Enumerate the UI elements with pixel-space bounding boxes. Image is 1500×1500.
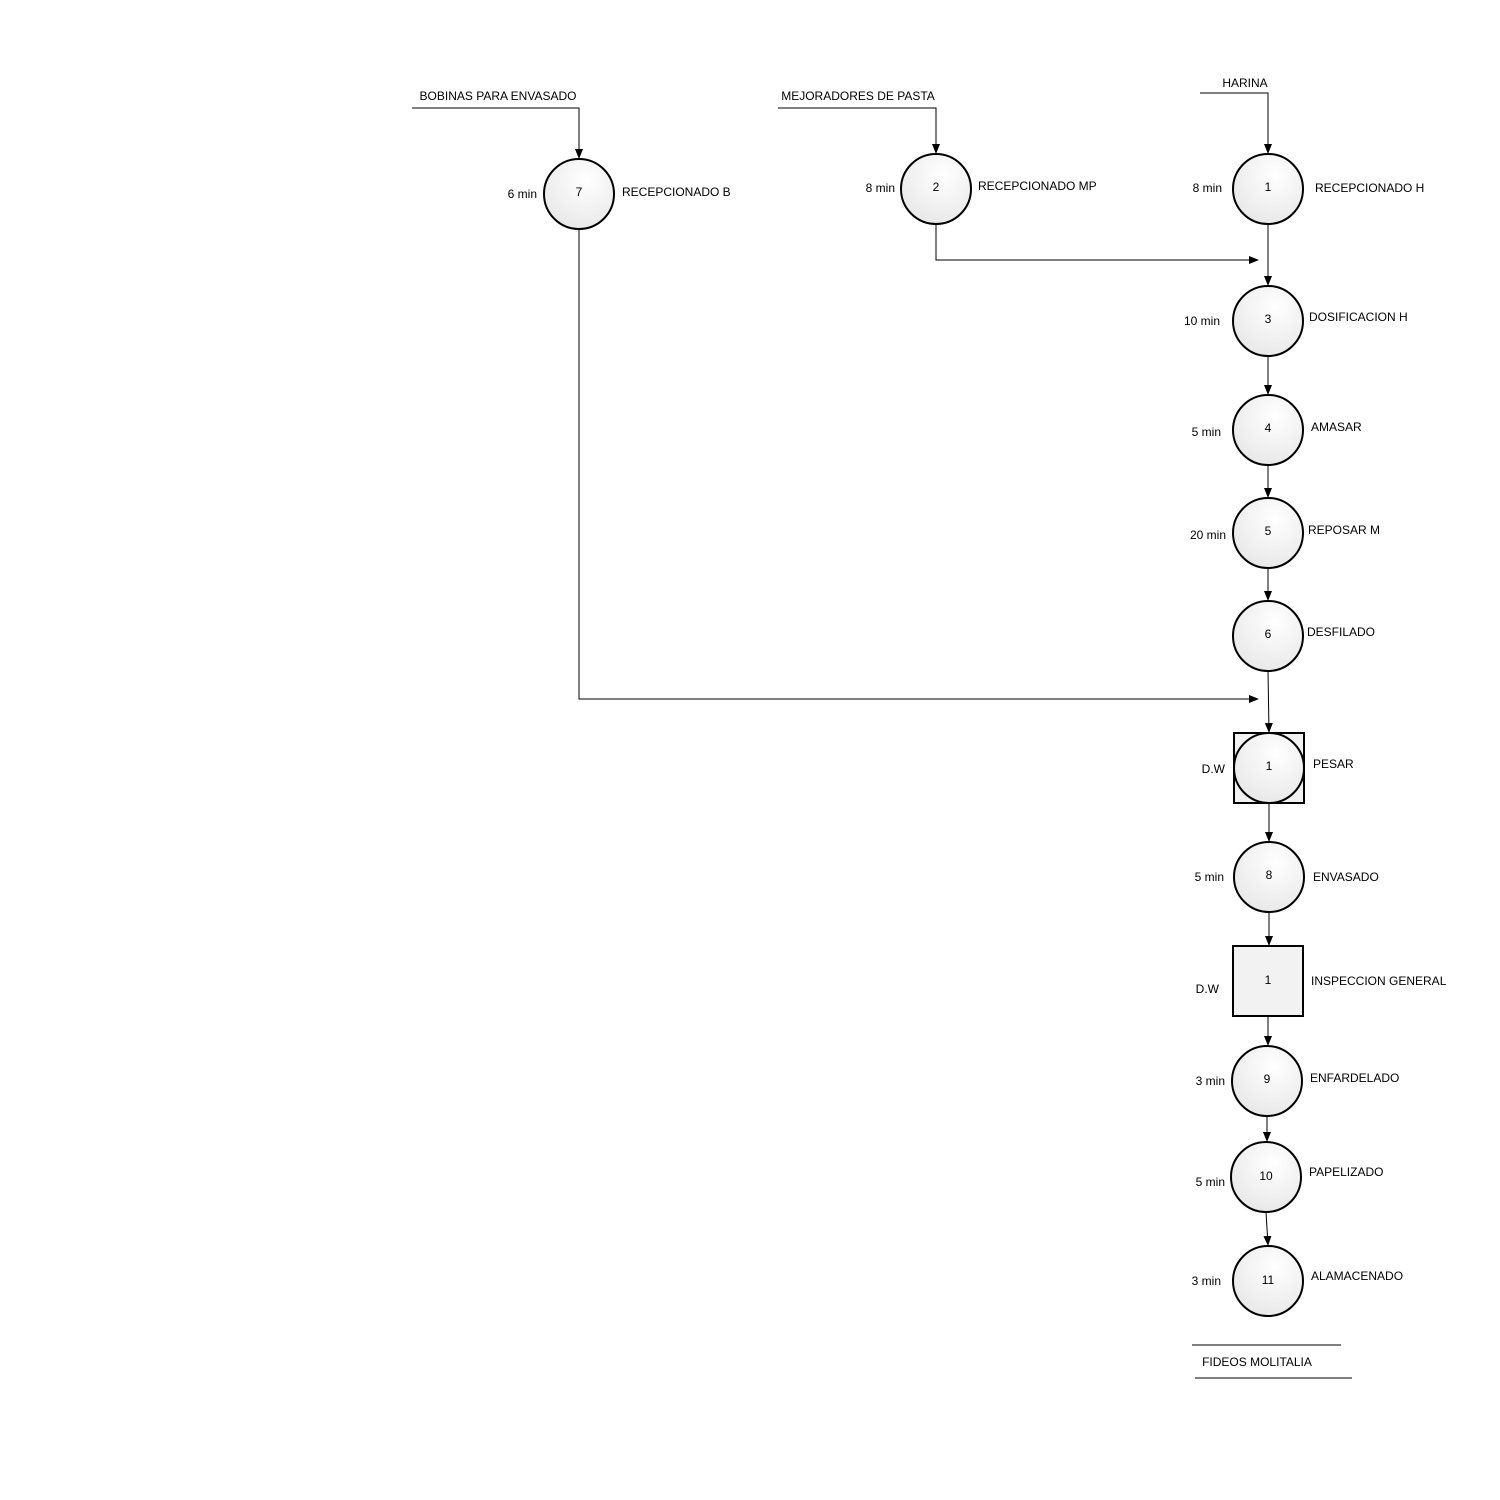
node-label: PESAR — [1313, 757, 1354, 771]
node-label: RECEPCIONADO B — [622, 185, 731, 199]
input-harina: HARINA — [1222, 76, 1267, 90]
node-number: 2 — [933, 180, 940, 194]
node-time: 5 min — [1196, 1175, 1225, 1189]
operation-circle — [1232, 394, 1304, 466]
node-label: REPOSAR M — [1308, 523, 1380, 537]
node-time: D.W — [1196, 982, 1220, 996]
node-label: AMASAR — [1311, 420, 1362, 434]
node-10[interactable]: 10 PAPELIZADO 5 min — [1196, 1141, 1384, 1213]
node-1[interactable]: 1 RECEPCIONADO H 8 min — [1193, 153, 1425, 225]
node-number: 4 — [1265, 421, 1272, 435]
node-11[interactable]: 11 ALAMACENADO 3 min — [1192, 1245, 1403, 1317]
node-6[interactable]: 6 DESFILADO — [1232, 600, 1375, 672]
node-5[interactable]: 5 REPOSAR M 20 min — [1190, 497, 1380, 569]
node-label: ENFARDELADO — [1310, 1071, 1399, 1085]
operation-circle — [1232, 285, 1304, 357]
node-label: DOSIFICACION H — [1309, 310, 1408, 324]
node-time: 8 min — [866, 181, 895, 195]
arrow-10-11 — [1263, 1211, 1272, 1246]
operation-circle — [900, 153, 972, 225]
arrow-mejoradores — [778, 107, 940, 154]
arrow-bobinas — [412, 107, 583, 159]
node-time: 6 min — [508, 187, 537, 201]
node-number: 1 — [1266, 759, 1273, 773]
node-time: 3 min — [1196, 1074, 1225, 1088]
node-number: 9 — [1264, 1072, 1271, 1086]
node-number: 7 — [576, 185, 583, 199]
arrow-harina — [1200, 92, 1272, 154]
input-bobinas: BOBINAS PARA ENVASADO — [420, 89, 577, 103]
node-inspeccion[interactable]: 1 INSPECCION GENERAL D.W — [1196, 945, 1447, 1017]
node-time: D.W — [1202, 762, 1226, 776]
node-8[interactable]: 8 ENVASADO 5 min — [1195, 841, 1379, 913]
output-product: FIDEOS MOLITALIA — [1202, 1355, 1312, 1369]
inspection-square — [1232, 945, 1304, 1017]
arrow-2-merge — [935, 224, 1259, 264]
operation-circle — [1232, 497, 1304, 569]
arrow-7-merge — [578, 229, 1259, 703]
operation-circle — [1231, 1045, 1303, 1117]
node-label: ENVASADO — [1313, 870, 1379, 884]
node-time: 5 min — [1192, 425, 1221, 439]
node-number: 1 — [1265, 973, 1272, 987]
node-label: ALAMACENADO — [1311, 1269, 1403, 1283]
node-label: INSPECCION GENERAL — [1311, 974, 1447, 988]
node-7[interactable]: 7 RECEPCIONADO B 6 min — [508, 158, 731, 230]
node-label: RECEPCIONADO H — [1315, 181, 1424, 195]
node-number: 10 — [1259, 1169, 1273, 1183]
node-label: PAPELIZADO — [1309, 1165, 1383, 1179]
operation-circle — [1233, 732, 1305, 804]
node-time: 10 min — [1184, 314, 1220, 328]
node-number: 5 — [1265, 524, 1272, 538]
node-number: 1 — [1265, 180, 1272, 194]
node-time: 20 min — [1190, 528, 1226, 542]
node-pesar[interactable]: 1 PESAR D.W — [1202, 732, 1354, 804]
node-number: 11 — [1262, 1273, 1275, 1287]
operation-circle — [1232, 153, 1304, 225]
input-mejoradores: MEJORADORES DE PASTA — [781, 89, 935, 103]
operation-circle — [1232, 1245, 1304, 1317]
node-9[interactable]: 9 ENFARDELADO 3 min — [1196, 1045, 1400, 1117]
node-2[interactable]: 2 RECEPCIONADO MP 8 min — [866, 153, 1097, 225]
operation-circle — [1232, 600, 1304, 672]
operation-circle — [543, 158, 615, 230]
operation-circle — [1233, 841, 1305, 913]
node-time: 8 min — [1193, 181, 1222, 195]
node-label: DESFILADO — [1307, 625, 1375, 639]
node-label: RECEPCIONADO MP — [978, 179, 1097, 193]
node-number: 6 — [1265, 627, 1272, 641]
node-time: 3 min — [1192, 1274, 1221, 1288]
arrow-6-pesar — [1264, 670, 1273, 733]
node-3[interactable]: 3 DOSIFICACION H 10 min — [1184, 285, 1408, 357]
node-4[interactable]: 4 AMASAR 5 min — [1192, 394, 1362, 466]
operation-circle — [1230, 1141, 1302, 1213]
node-number: 8 — [1266, 868, 1273, 882]
output-lines — [1192, 1344, 1352, 1379]
node-time: 5 min — [1195, 870, 1224, 884]
connectors — [412, 92, 1352, 1379]
node-number: 3 — [1265, 312, 1272, 326]
